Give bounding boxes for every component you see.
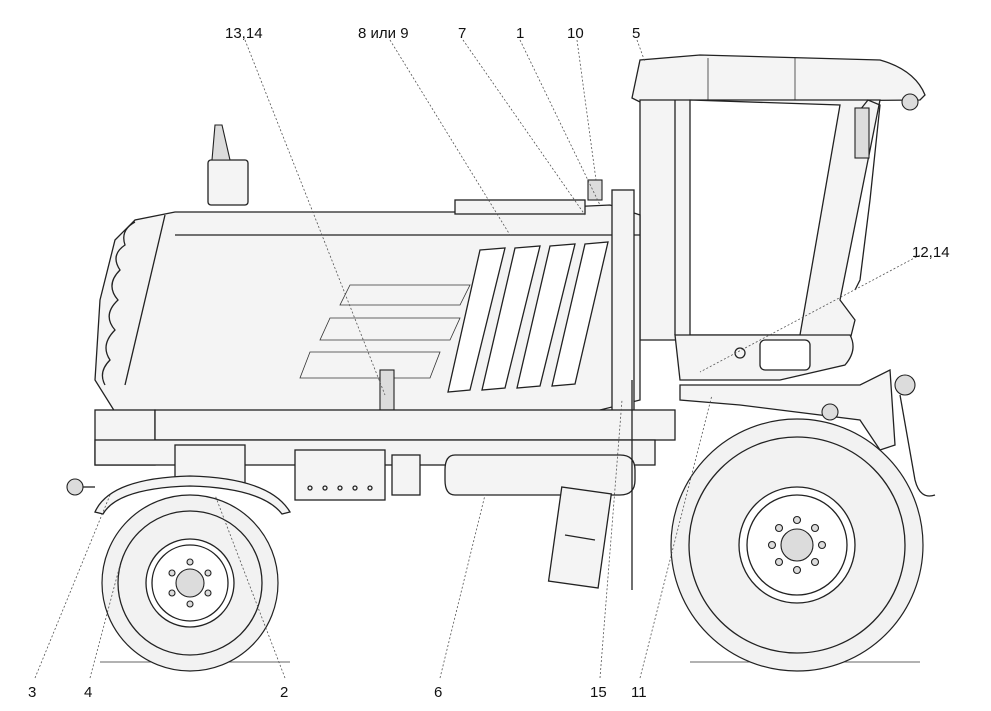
precleaner-cap xyxy=(211,124,231,161)
leader-lines xyxy=(34,39,921,679)
air-precleaner xyxy=(207,159,249,206)
callout-12-14: 12,14 xyxy=(912,244,950,261)
front-fender xyxy=(94,475,292,515)
callout-3: 3 xyxy=(28,684,36,701)
wiper xyxy=(854,99,881,291)
rear-wheel xyxy=(670,418,924,672)
battery-box xyxy=(294,449,386,501)
callout-2: 2 xyxy=(280,684,288,701)
side-vent-4 xyxy=(551,241,609,387)
roof-light xyxy=(901,93,919,111)
battery-bolts xyxy=(307,485,373,491)
callout-8-or-9: 8 или 9 xyxy=(358,25,409,42)
front-wheel xyxy=(94,475,292,672)
front-grille xyxy=(101,221,136,386)
mirror xyxy=(854,107,870,159)
callout-15: 15 xyxy=(590,684,607,701)
cab-step-box xyxy=(759,339,811,371)
side-vent-1 xyxy=(447,247,506,393)
decal-stripe-2 xyxy=(319,317,461,341)
front-hub xyxy=(175,568,205,598)
callout-5: 5 xyxy=(632,25,640,42)
fuel-tank xyxy=(444,454,636,496)
callout-13-14: 13,14 xyxy=(225,25,263,42)
rear-lug-nuts xyxy=(767,515,827,575)
rear-hub xyxy=(780,528,814,562)
engine-hood xyxy=(94,124,641,421)
callout-6: 6 xyxy=(434,684,442,701)
cab-roof xyxy=(631,54,926,103)
callout-1: 1 xyxy=(516,25,524,42)
cab xyxy=(631,54,926,381)
decal-stripe-1 xyxy=(339,284,471,306)
side-vent-3 xyxy=(516,243,576,389)
callout-7: 7 xyxy=(458,25,466,42)
front-hitch-coupler xyxy=(66,478,84,496)
front-lug-nuts xyxy=(168,558,212,608)
ladder-rail xyxy=(611,189,635,416)
callout-labels: 13,14 8 или 9 7 1 10 5 12,14 3 4 2 6 15 … xyxy=(28,25,950,701)
side-vent-2 xyxy=(481,245,541,391)
decal-stripe-3 xyxy=(299,351,441,379)
oil-cap xyxy=(587,179,603,201)
callout-10: 10 xyxy=(567,25,584,42)
main-frame xyxy=(154,409,676,441)
callout-4: 4 xyxy=(84,684,92,701)
callout-11: 11 xyxy=(631,684,647,701)
